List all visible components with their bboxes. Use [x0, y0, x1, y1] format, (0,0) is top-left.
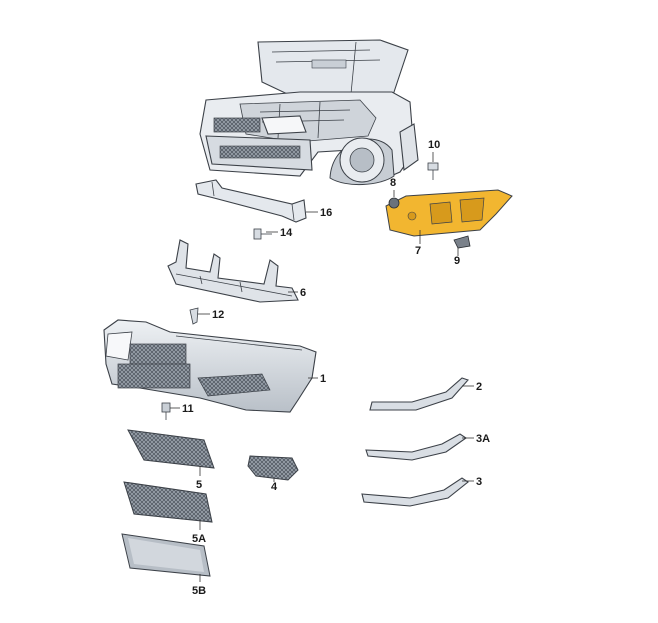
label-1: 1 [320, 373, 326, 385]
label-5A: 5A [192, 533, 206, 545]
label-14: 14 [280, 227, 293, 239]
part-5A-grille [123, 481, 213, 523]
part-8-nut [388, 197, 400, 209]
part-3-trim-strip [361, 477, 469, 507]
part-6-bumper-carrier [167, 239, 299, 303]
label-9: 9 [454, 255, 460, 267]
part-16-bumper-bracket [195, 179, 307, 223]
part-11-clip [161, 402, 171, 420]
label-2: 2 [476, 381, 482, 393]
part-4-fog-grille [247, 455, 299, 481]
label-5: 5 [196, 479, 202, 491]
part-2-trim-strip [369, 377, 469, 411]
label-3: 3 [476, 476, 482, 488]
part-9-screw [453, 235, 471, 249]
part-10-bolt [427, 162, 439, 180]
label-7: 7 [415, 245, 421, 257]
part-7-bumper-mount-bracket [385, 189, 513, 237]
label-5B: 5B [192, 585, 206, 597]
label-3A: 3A [476, 433, 490, 445]
part-3A-trim-strip [365, 433, 467, 461]
label-8: 8 [390, 177, 396, 189]
label-12: 12 [212, 309, 224, 321]
label-11: 11 [182, 403, 194, 415]
label-10: 10 [428, 139, 440, 151]
car-front-illustration [199, 39, 419, 186]
part-14-bolt [253, 228, 272, 240]
part-12-clip [189, 307, 199, 325]
part-1-front-bumper [103, 319, 317, 413]
label-6: 6 [300, 287, 306, 299]
label-4: 4 [271, 481, 278, 493]
part-5-grille [127, 429, 215, 469]
label-16: 16 [320, 207, 332, 219]
part-5B-blank-cover [121, 533, 211, 577]
